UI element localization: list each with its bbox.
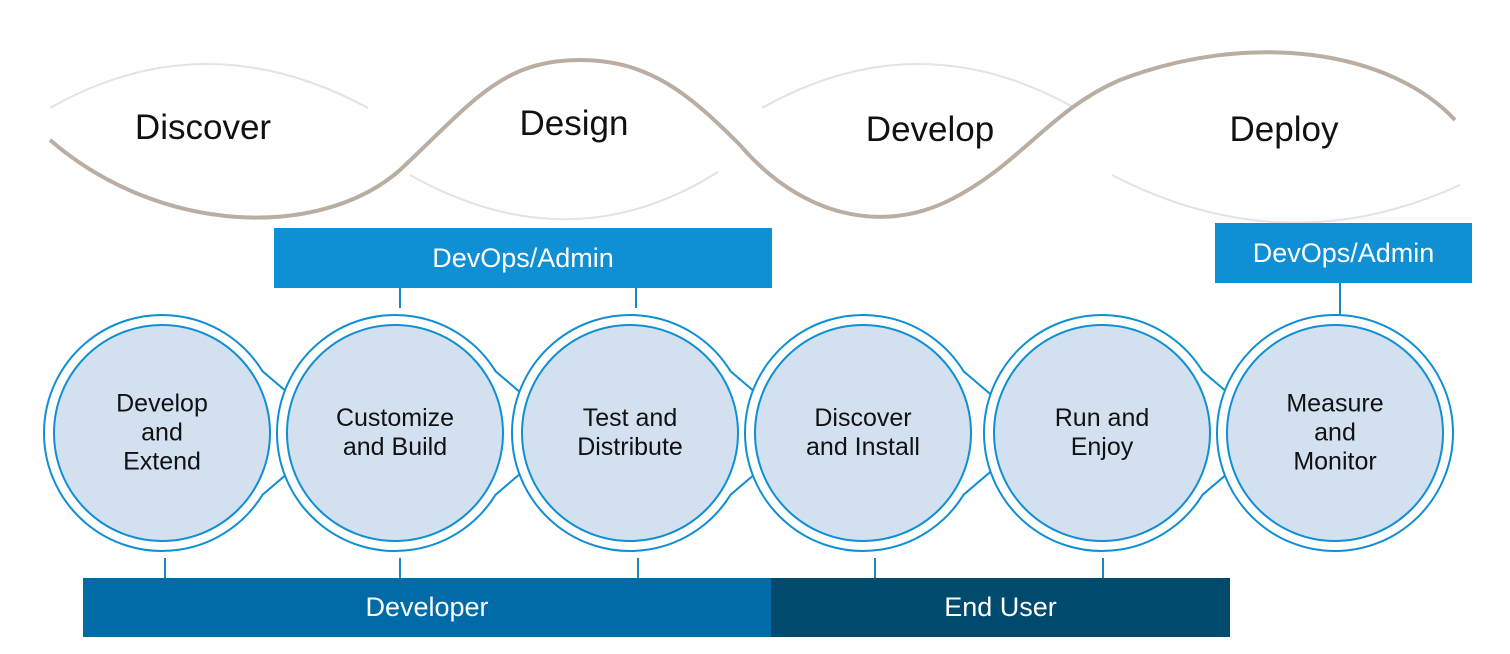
wave-arc-discover-top: [49, 63, 369, 109]
end-user-bar: End User: [771, 578, 1230, 637]
step-label-line: Test and: [582, 404, 678, 432]
phase-label-develop: Develop: [865, 110, 995, 149]
wave-arc-design-bottom: [409, 171, 719, 221]
step-label-line: and Install: [806, 433, 920, 461]
step-circle: [754, 324, 972, 542]
lifecycle-wave: [48, 50, 1457, 220]
developer-bar: Developer: [83, 578, 771, 637]
step-circle: [286, 324, 504, 542]
step-circle: [1226, 324, 1444, 542]
step-label-line: and Build: [342, 433, 448, 461]
step-label-line: Measure: [1286, 389, 1384, 418]
step-label-line: Customize: [335, 404, 455, 432]
step-label-line: Distribute: [577, 433, 683, 461]
devops-admin-bar-right: DevOps/Admin: [1215, 223, 1472, 283]
step-label-line: and: [141, 418, 183, 447]
step-label-line: Enjoy: [1070, 433, 1134, 461]
wave-background-arcs: [49, 63, 1461, 224]
wave-arc-deploy-bottom: [1111, 174, 1461, 224]
phase-label-discover: Discover: [134, 108, 272, 147]
connector-lines: [164, 283, 1341, 578]
wave-arc-develop-top: [761, 63, 1076, 109]
step-circles: [43, 314, 1455, 552]
step-label-line: Monitor: [1293, 447, 1377, 476]
step-label-line: Run and: [1054, 404, 1150, 432]
step-circle: [993, 324, 1211, 542]
step-circle: [521, 324, 739, 542]
step-label-line: Extend: [123, 447, 201, 476]
devops-admin-bar-left: DevOps/Admin: [274, 228, 772, 288]
step-label-line: Develop: [116, 389, 208, 418]
step-circle: [53, 324, 271, 542]
step-label-line: and: [1314, 418, 1356, 447]
step-label-line: Discover: [814, 404, 912, 432]
phase-label-design: Design: [519, 104, 629, 143]
phase-label-deploy: Deploy: [1229, 110, 1339, 149]
